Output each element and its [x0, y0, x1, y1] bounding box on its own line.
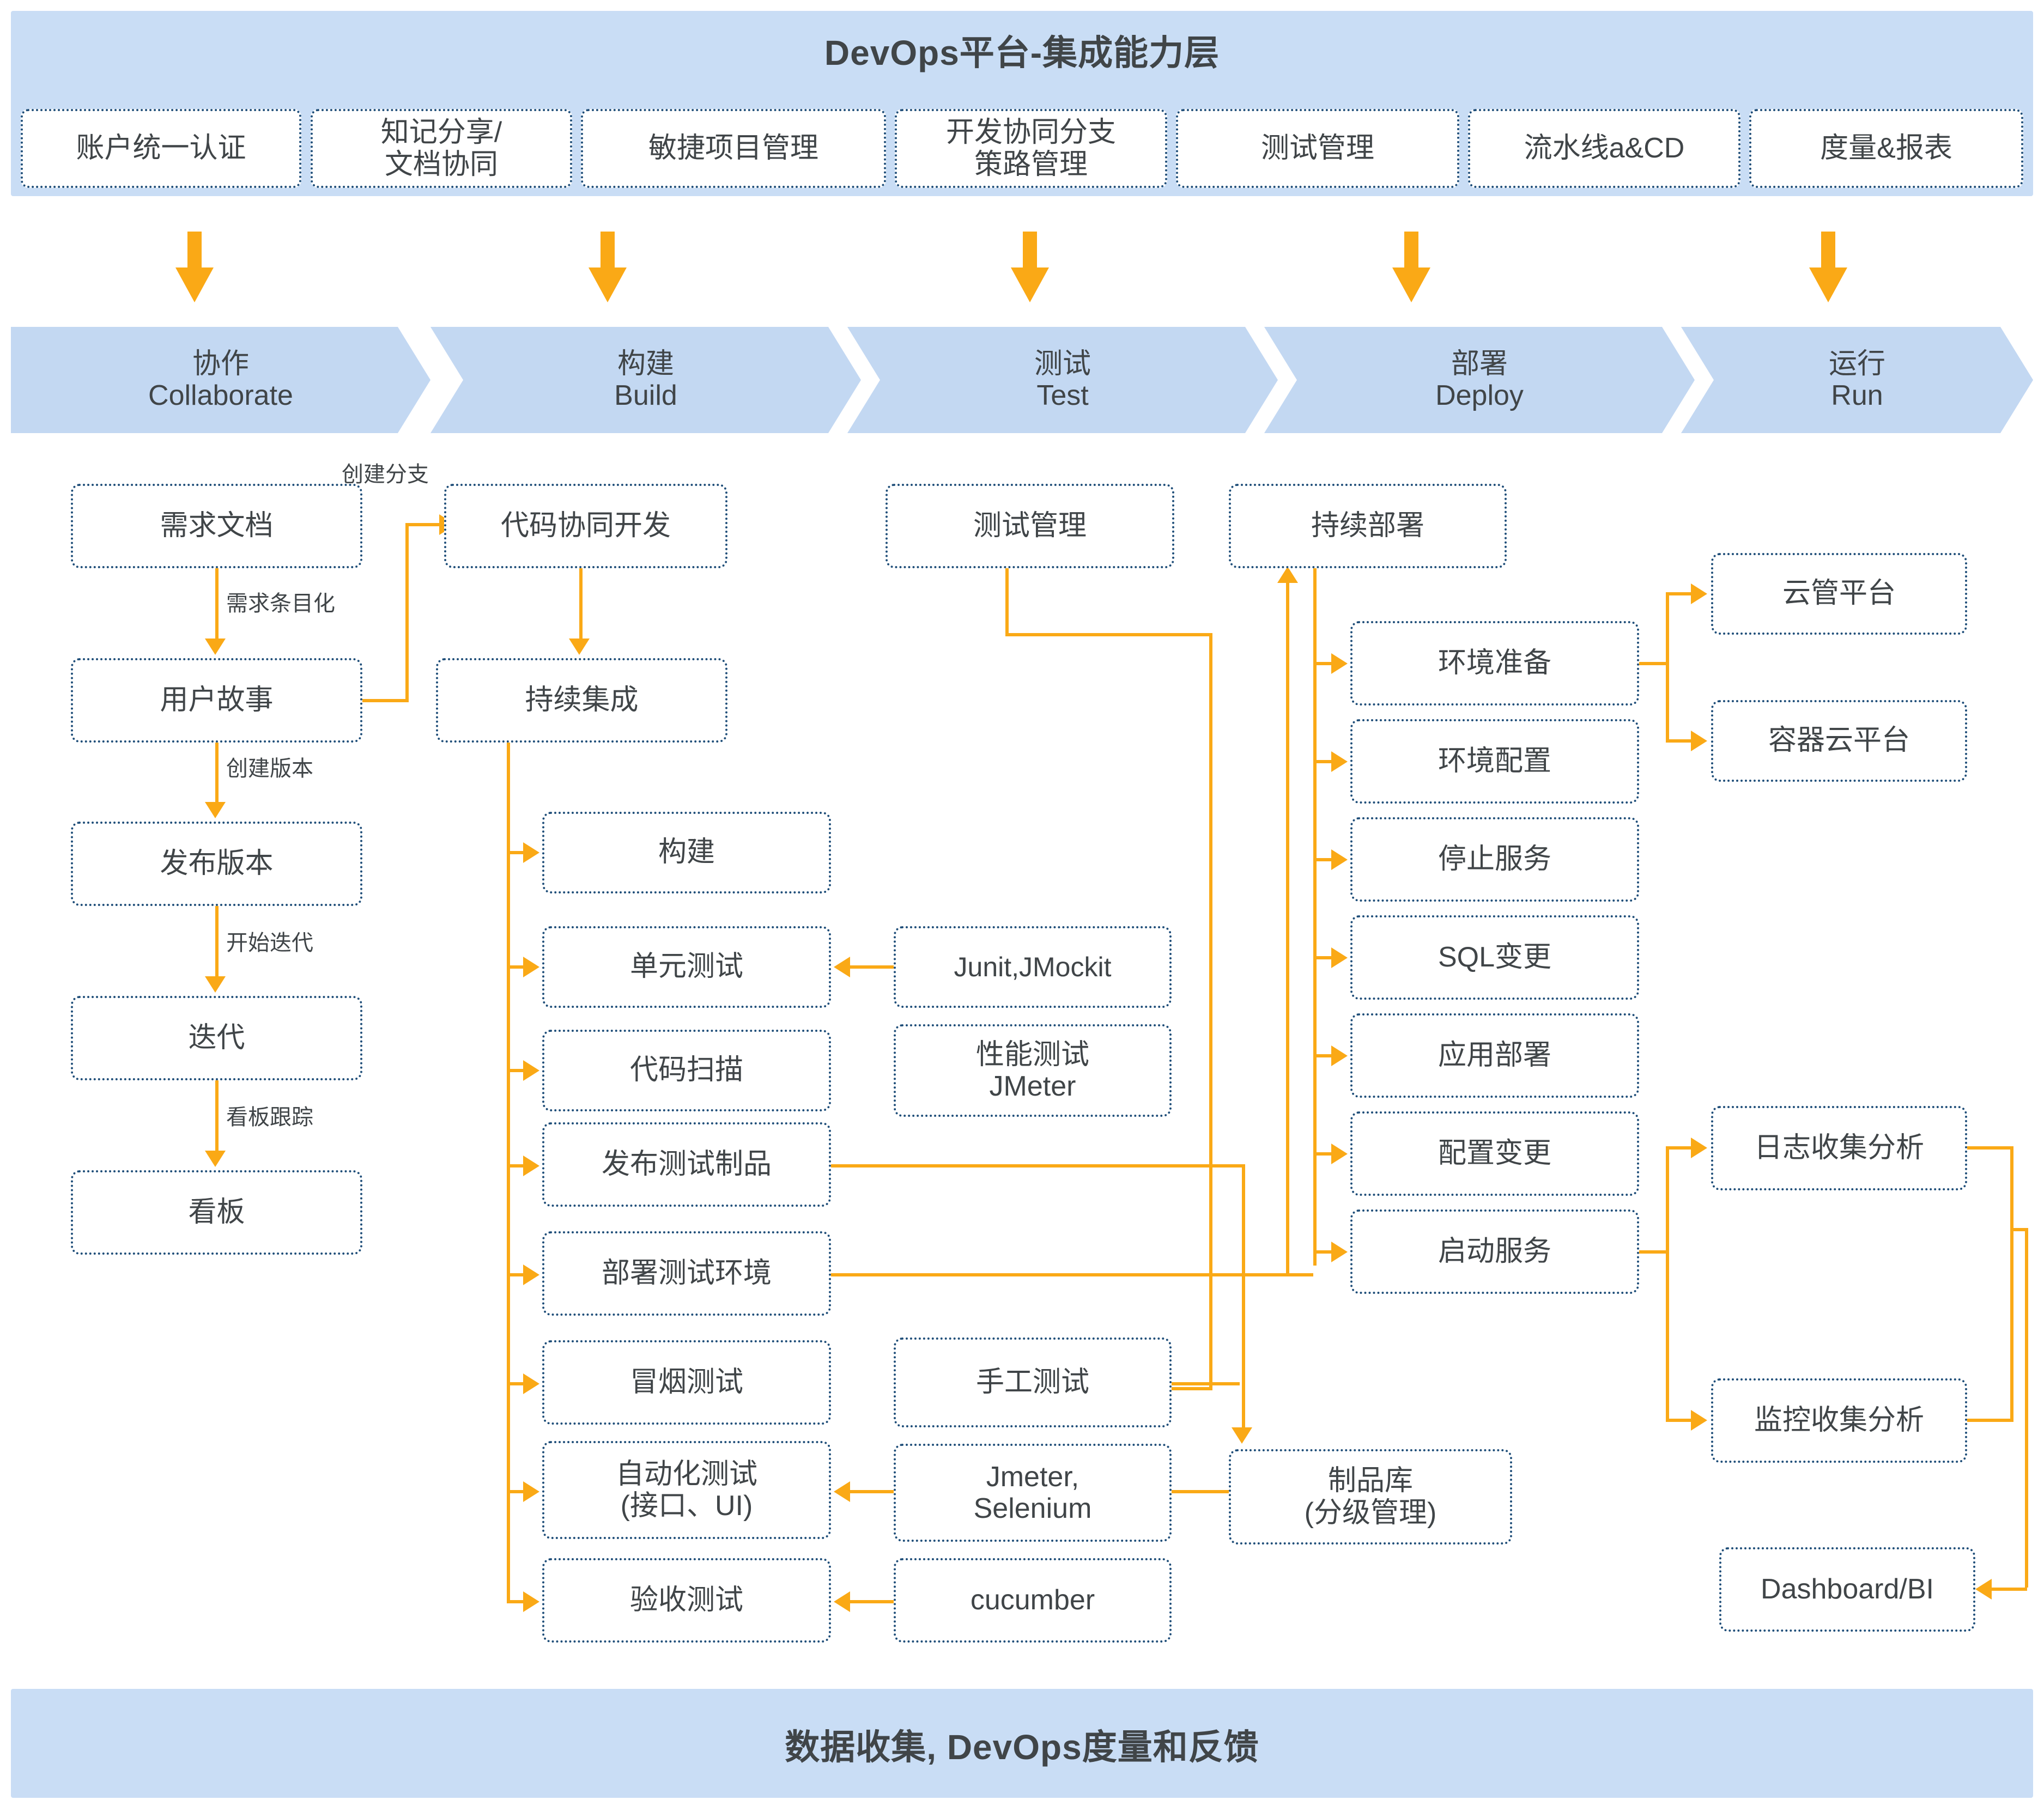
edge-label-start-iteration: 开始迭代	[226, 931, 313, 955]
node-iteration[interactable]: 迭代	[71, 996, 362, 1080]
stage-chevron-test[interactable]: 测试 Test	[847, 327, 1278, 433]
stage-chevron-deploy[interactable]: 部署 Deploy	[1264, 327, 1695, 433]
node-ci-acceptance-test[interactable]: 验收测试	[542, 1558, 831, 1643]
capability-box-branch-strategy[interactable]: 开发协同分支 策路管理	[895, 109, 1167, 188]
stage-label-cn-build: 构建	[617, 348, 674, 380]
node-ci-unit-test[interactable]: 单元测试	[542, 926, 831, 1008]
node-ci-build[interactable]: 构建	[542, 812, 831, 893]
node-cloud-mgmt-platform[interactable]: 云管平台	[1711, 553, 1967, 635]
node-cd-config-change[interactable]: 配置变更	[1350, 1111, 1639, 1196]
node-ci-smoke-test[interactable]: 冒烟测试	[542, 1340, 831, 1425]
down-arrow-deploy	[1392, 232, 1430, 302]
stage-label-en-test: Test	[1036, 379, 1089, 411]
capability-box-agile-pm[interactable]: 敏捷项目管理	[581, 109, 886, 188]
node-code-collaborative-dev[interactable]: 代码协同开发	[444, 484, 727, 568]
edge-label-create-version: 创建版本	[226, 757, 313, 781]
node-continuous-deployment[interactable]: 持续部署	[1229, 484, 1507, 568]
node-cd-env-prepare[interactable]: 环境准备	[1350, 621, 1639, 706]
node-ci-deploy-test-env[interactable]: 部署测试环境	[542, 1231, 831, 1316]
stage-chevron-build[interactable]: 构建 Build	[430, 327, 861, 433]
node-cd-sql-change[interactable]: SQL变更	[1350, 915, 1639, 1000]
down-arrow-run	[1809, 232, 1847, 302]
node-monitor-collection-analysis[interactable]: 监控收集分析	[1711, 1378, 1967, 1463]
node-cd-stop-service[interactable]: 停止服务	[1350, 817, 1639, 902]
node-artifact-repository[interactable]: 制品库 (分级管理)	[1229, 1449, 1512, 1545]
node-kanban[interactable]: 看板	[71, 1170, 362, 1255]
node-cucumber[interactable]: cucumber	[894, 1558, 1172, 1643]
node-log-collection-analysis[interactable]: 日志收集分析	[1711, 1106, 1967, 1190]
node-jmeter-selenium[interactable]: Jmeter, Selenium	[894, 1444, 1172, 1542]
node-cd-app-deploy[interactable]: 应用部署	[1350, 1013, 1639, 1098]
down-arrow-test	[1011, 232, 1049, 302]
feedback-layer-title: 数据收集, DevOps度量和反馈	[785, 1728, 1259, 1767]
node-ci-code-scan[interactable]: 代码扫描	[542, 1030, 831, 1111]
node-container-cloud-platform[interactable]: 容器云平台	[1711, 700, 1967, 782]
node-requirement-doc[interactable]: 需求文档	[71, 484, 362, 568]
node-junit-jmockit[interactable]: Junit,JMockit	[894, 926, 1172, 1008]
edge-label-requirement-itemize: 需求条目化	[226, 592, 335, 616]
stage-label-cn-test: 测试	[1034, 348, 1091, 380]
node-ci-publish-artifact[interactable]: 发布测试制品	[542, 1122, 831, 1207]
node-release-version[interactable]: 发布版本	[71, 822, 362, 906]
node-dashboard-bi[interactable]: Dashboard/BI	[1719, 1547, 1975, 1632]
node-test-management[interactable]: 测试管理	[885, 484, 1174, 568]
stage-label-cn-run: 运行	[1828, 348, 1885, 380]
stage-chevron-collaborate[interactable]: 协作 Collaborate	[11, 327, 430, 433]
down-arrow-build	[589, 232, 627, 302]
down-arrow-collaborate	[175, 232, 214, 302]
edge-label-create-branch: 创建分支	[342, 463, 429, 487]
feedback-measurement-band: 数据收集, DevOps度量和反馈	[11, 1689, 2033, 1798]
capability-box-pipeline-cicd[interactable]: 流水线a&CD	[1468, 109, 1740, 188]
node-user-story[interactable]: 用户故事	[71, 658, 362, 743]
stage-label-en-collaborate: Collaborate	[148, 379, 293, 411]
node-ci-automation-test[interactable]: 自动化测试 (接口、UI)	[542, 1441, 831, 1539]
integration-layer-title: DevOps平台-集成能力层	[824, 33, 1220, 72]
edge-label-kanban-tracking: 看板跟踪	[226, 1105, 313, 1129]
stage-label-en-run: Run	[1831, 379, 1883, 411]
capability-box-account-sso[interactable]: 账户统一认证	[21, 109, 301, 188]
node-continuous-integration[interactable]: 持续集成	[436, 658, 727, 743]
capability-box-knowledge-docs[interactable]: 知记分享/ 文档协同	[311, 109, 572, 188]
stage-chevron-run[interactable]: 运行 Run	[1681, 327, 2033, 433]
stage-label-en-build: Build	[614, 379, 677, 411]
node-cd-start-service[interactable]: 启动服务	[1350, 1209, 1639, 1294]
stage-label-cn-collaborate: 协作	[192, 348, 249, 380]
capability-box-test-management[interactable]: 测试管理	[1176, 109, 1459, 188]
node-cd-env-config[interactable]: 环境配置	[1350, 719, 1639, 804]
stage-label-cn-deploy: 部署	[1451, 348, 1508, 380]
capability-box-metrics-report[interactable]: 度量&报表	[1749, 109, 2023, 188]
node-performance-jmeter[interactable]: 性能测试 JMeter	[894, 1024, 1172, 1117]
stage-label-en-deploy: Deploy	[1435, 379, 1524, 411]
node-manual-test[interactable]: 手工测试	[894, 1337, 1172, 1427]
